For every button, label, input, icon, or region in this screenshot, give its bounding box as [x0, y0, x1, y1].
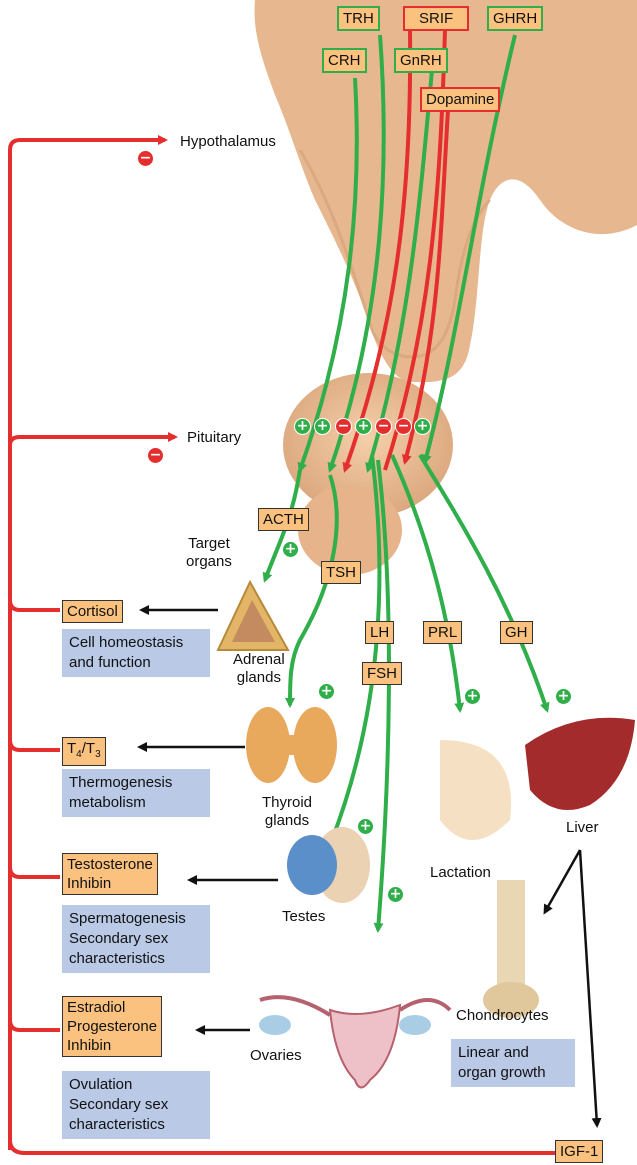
hypothalamus-label: Hypothalamus: [180, 133, 276, 151]
cortisol-box: Cortisol: [62, 600, 123, 623]
lh-box: LH: [365, 621, 394, 644]
gh-box: GH: [500, 621, 533, 644]
trh-box: TRH: [337, 6, 380, 31]
adrenal-gland-illustration: [218, 582, 288, 650]
plus-sign-tsh: +: [314, 418, 331, 435]
thyroid-gland-illustration: [246, 707, 337, 783]
pituitary-label: Pituitary: [187, 429, 241, 447]
prl-box: PRL: [423, 621, 462, 644]
ghrh-box: GHRH: [487, 6, 543, 31]
liver-illustration: [525, 718, 635, 810]
plus-sign-acth: +: [294, 418, 311, 435]
ovaries-illustration: [259, 997, 450, 1087]
minus-sign-prl: −: [395, 418, 412, 435]
acth-box: ACTH: [258, 508, 309, 531]
srif-box: SRIF: [403, 6, 469, 31]
lactation-label: Lactation: [430, 864, 491, 882]
breast-illustration: [440, 740, 511, 840]
t4-t3-box: T4/T3: [62, 737, 106, 766]
testes-illustration: [287, 827, 370, 903]
tsh-box: TSH: [321, 561, 361, 584]
dopamine-box: Dopamine: [420, 87, 500, 112]
igf1-box: IGF-1: [555, 1140, 603, 1163]
plus-sign-gonadotropin: +: [355, 418, 372, 435]
bone-illustration: [483, 880, 539, 1018]
plus-sign-adrenal: +: [282, 541, 299, 558]
ovaries-label: Ovaries: [250, 1047, 302, 1065]
plus-sign-lactation: +: [464, 688, 481, 705]
plus-sign-ovaries: +: [387, 886, 404, 903]
plus-sign-testes: +: [357, 818, 374, 835]
crh-box: CRH: [322, 48, 367, 73]
plus-sign-thyroid: +: [318, 683, 335, 700]
fsh-box: FSH: [362, 662, 402, 685]
testes-label: Testes: [282, 908, 325, 926]
liver-label: Liver: [566, 819, 599, 837]
minus-sign-tsh: −: [335, 418, 352, 435]
gnrh-box: GnRH: [394, 48, 448, 73]
inhibit-sign-pituitary: −: [147, 447, 164, 464]
minus-sign-gh: −: [375, 418, 392, 435]
chondrocytes-label: Chondrocytes: [456, 1007, 549, 1025]
inhibit-sign-hypothalamus: −: [137, 150, 154, 167]
plus-sign-liver: +: [555, 688, 572, 705]
plus-sign-gh: +: [414, 418, 431, 435]
